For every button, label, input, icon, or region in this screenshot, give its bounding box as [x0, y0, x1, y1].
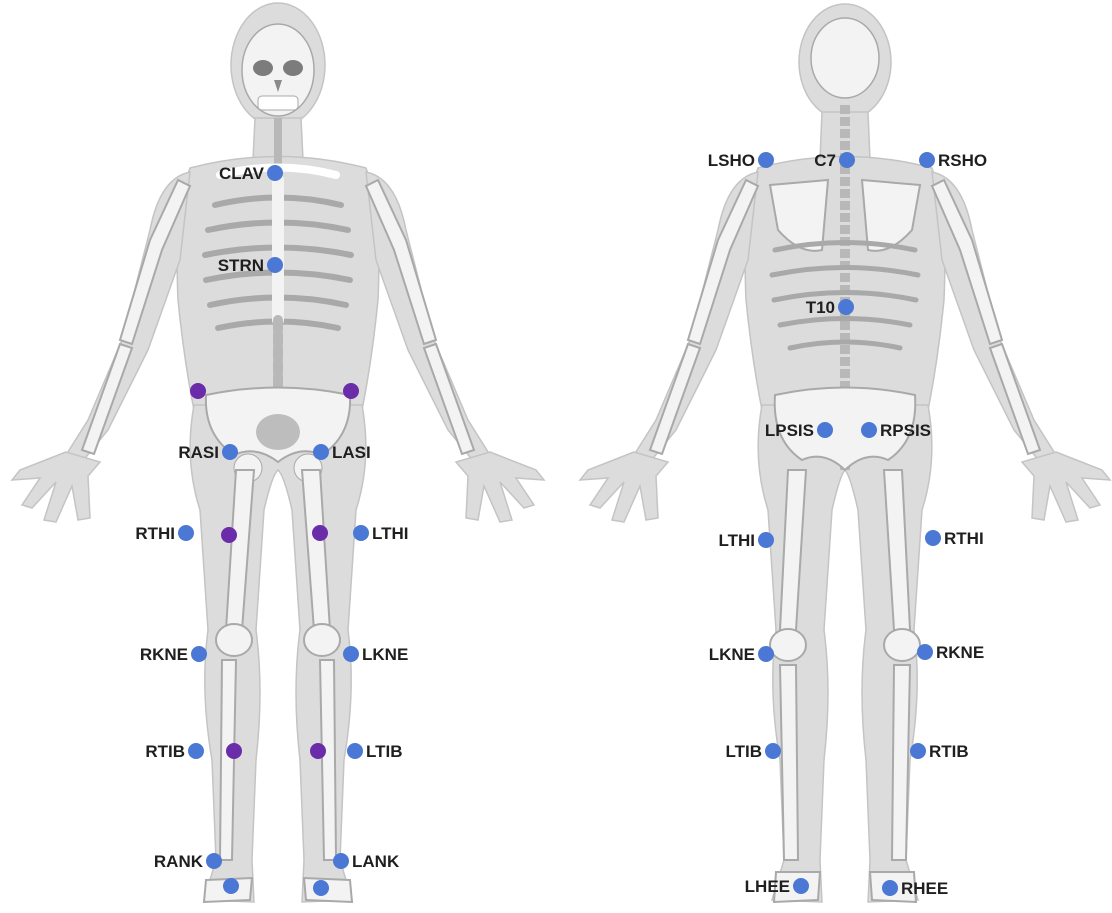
- marker-dot-rhee: [882, 880, 898, 896]
- marker-dot-l-thigh-extra: [312, 525, 328, 541]
- marker-label-lkne: LKNE: [362, 645, 408, 664]
- marker-dot-t10: [838, 299, 854, 315]
- marker-dot-clav: [267, 165, 283, 181]
- marker-dot-lthi: [353, 525, 369, 541]
- marker-dot-rsho: [919, 152, 935, 168]
- marker-label-ltib: LTIB: [366, 742, 403, 761]
- marker-dot-rasi: [222, 444, 238, 460]
- marker-dot-c7: [839, 152, 855, 168]
- marker-dot-lpsis: [817, 422, 833, 438]
- marker-label-rtib: RTIB: [145, 742, 185, 761]
- marker-dot-rthi-b: [925, 530, 941, 546]
- marker-dot-rthi: [178, 525, 194, 541]
- marker-label-lkne-b: LKNE: [709, 645, 755, 664]
- marker-dot-lsho: [758, 152, 774, 168]
- marker-label-strn: STRN: [218, 256, 264, 275]
- marker-dot-strn: [267, 257, 283, 273]
- marker-dot-lasi: [313, 444, 329, 460]
- marker-dot-l-hip-extra: [343, 383, 359, 399]
- marker-dot-rkne-b: [917, 644, 933, 660]
- marker-label-lasi: LASI: [332, 443, 371, 462]
- marker-label-clav: CLAV: [219, 164, 265, 183]
- marker-label-rsho: RSHO: [938, 151, 987, 170]
- marker-label-rasi: RASI: [178, 443, 219, 462]
- marker-label-rank: RANK: [154, 852, 204, 871]
- marker-label-rthi: RTHI: [135, 524, 175, 543]
- marker-label-rpsis: RPSIS: [880, 421, 931, 440]
- marker-label-rhee: RHEE: [901, 879, 948, 898]
- marker-dot-l-shank-extra: [310, 743, 326, 759]
- marker-label-lpsis: LPSIS: [765, 421, 814, 440]
- marker-dot-rpsis: [861, 422, 877, 438]
- marker-dot-lhee: [793, 878, 809, 894]
- marker-label-rkne: RKNE: [140, 645, 188, 664]
- marker-label-c7: C7: [814, 151, 836, 170]
- marker-dot-ltib: [347, 743, 363, 759]
- marker-dot-rank: [206, 853, 222, 869]
- marker-dot-ltoe: [313, 880, 329, 896]
- marker-dot-lank: [333, 853, 349, 869]
- marker-dot-r-thigh-extra: [221, 527, 237, 543]
- marker-dot-lkne-b: [758, 646, 774, 662]
- marker-dot-rtoe: [223, 878, 239, 894]
- marker-label-rthi-b: RTHI: [944, 529, 984, 548]
- marker-label-rtib-b: RTIB: [929, 742, 969, 761]
- marker-dot-rtib-b: [910, 743, 926, 759]
- marker-label-lsho: LSHO: [708, 151, 755, 170]
- marker-label-ltib-b: LTIB: [725, 742, 762, 761]
- marker-dot-rtib: [188, 743, 204, 759]
- marker-dot-rkne: [191, 646, 207, 662]
- marker-label-t10: T10: [806, 298, 835, 317]
- marker-dot-lkne: [343, 646, 359, 662]
- marker-label-lthi-b: LTHI: [718, 531, 755, 550]
- marker-label-lthi: LTHI: [372, 524, 409, 543]
- marker-dot-lthi-b: [758, 532, 774, 548]
- marker-label-rkne-b: RKNE: [936, 643, 984, 662]
- marker-label-lank: LANK: [352, 852, 400, 871]
- marker-label-lhee: LHEE: [745, 877, 790, 896]
- marker-dot-r-shank-extra: [226, 743, 242, 759]
- marker-dot-ltib-b: [765, 743, 781, 759]
- marker-dot-r-hip-extra: [190, 383, 206, 399]
